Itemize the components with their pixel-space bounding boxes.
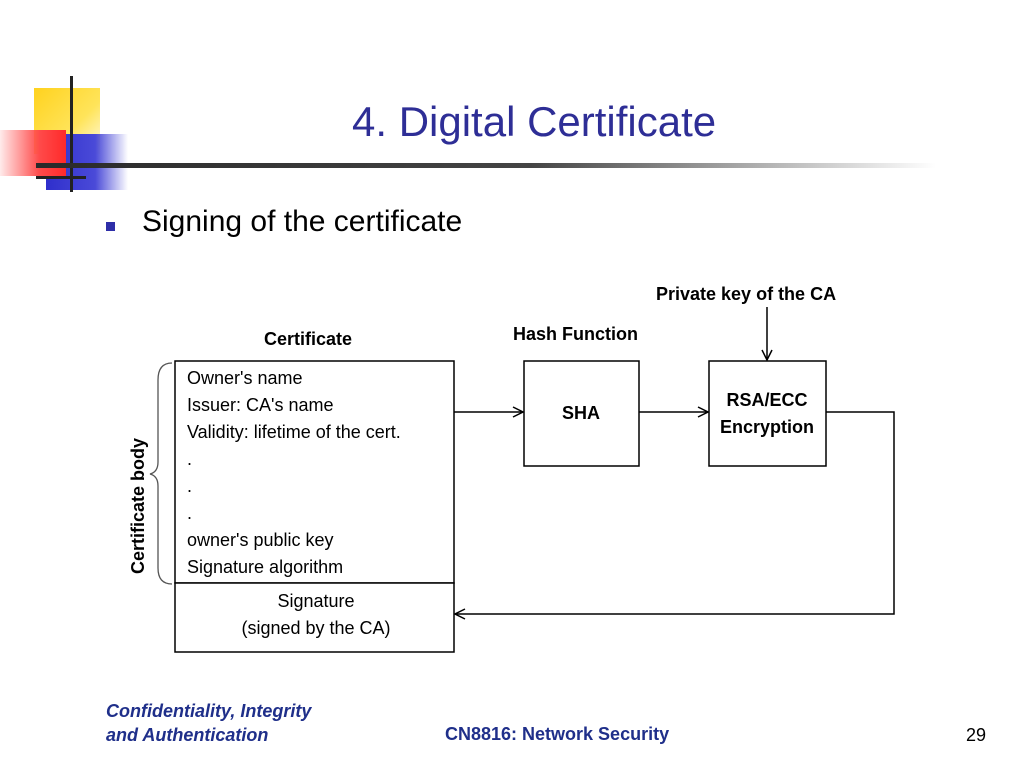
certificate-body-brace <box>149 362 173 585</box>
certificate-field: . <box>187 476 192 496</box>
private-key-label: Private key of the CA <box>656 284 836 304</box>
certificate-field: Signature algorithm <box>187 557 343 577</box>
certificate-field: Validity: lifetime of the cert. <box>187 422 401 442</box>
page-number: 29 <box>966 725 987 745</box>
page-title: 4. Digital Certificate <box>352 98 717 145</box>
encryption-label-line2: Encryption <box>720 417 814 437</box>
certificate-field: . <box>187 449 192 469</box>
hash-function-label: Hash Function <box>513 324 638 344</box>
certificate-field: . <box>187 503 192 523</box>
sha-label: SHA <box>562 403 600 423</box>
vertical-line <box>70 76 73 192</box>
sha-box <box>523 360 640 467</box>
certificate-field: Issuer: CA's name <box>187 395 334 415</box>
certificate-field: owner's public key <box>187 530 334 550</box>
bullet-square-icon <box>106 222 115 231</box>
red-square <box>0 130 66 176</box>
corner-decoration <box>0 70 140 200</box>
signature-label: Signature <box>277 591 354 611</box>
encryption-box <box>708 360 827 467</box>
signature-note: (signed by the CA) <box>241 618 390 638</box>
footer-course-topic: Confidentiality, Integrity and Authentic… <box>106 699 311 747</box>
arrow-encryption-to-signature <box>455 411 895 614</box>
footer-topic-line1: Confidentiality, Integrity <box>106 701 312 721</box>
title-underline <box>36 163 936 168</box>
bullet-text: Signing of the certificate <box>142 205 463 238</box>
footer-course-name: CN8816: Network Security <box>445 724 670 744</box>
certificate-body-label: Certificate body <box>128 438 148 574</box>
certificate-label: Certificate <box>264 329 352 349</box>
certificate-body-box <box>174 360 455 584</box>
certificate-field: Owner's name <box>187 368 302 388</box>
short-horizontal-line <box>36 176 86 179</box>
footer-topic-line2: and Authentication <box>106 725 269 745</box>
signature-box <box>174 582 455 653</box>
encryption-label-line1: RSA/ECC <box>726 390 807 410</box>
